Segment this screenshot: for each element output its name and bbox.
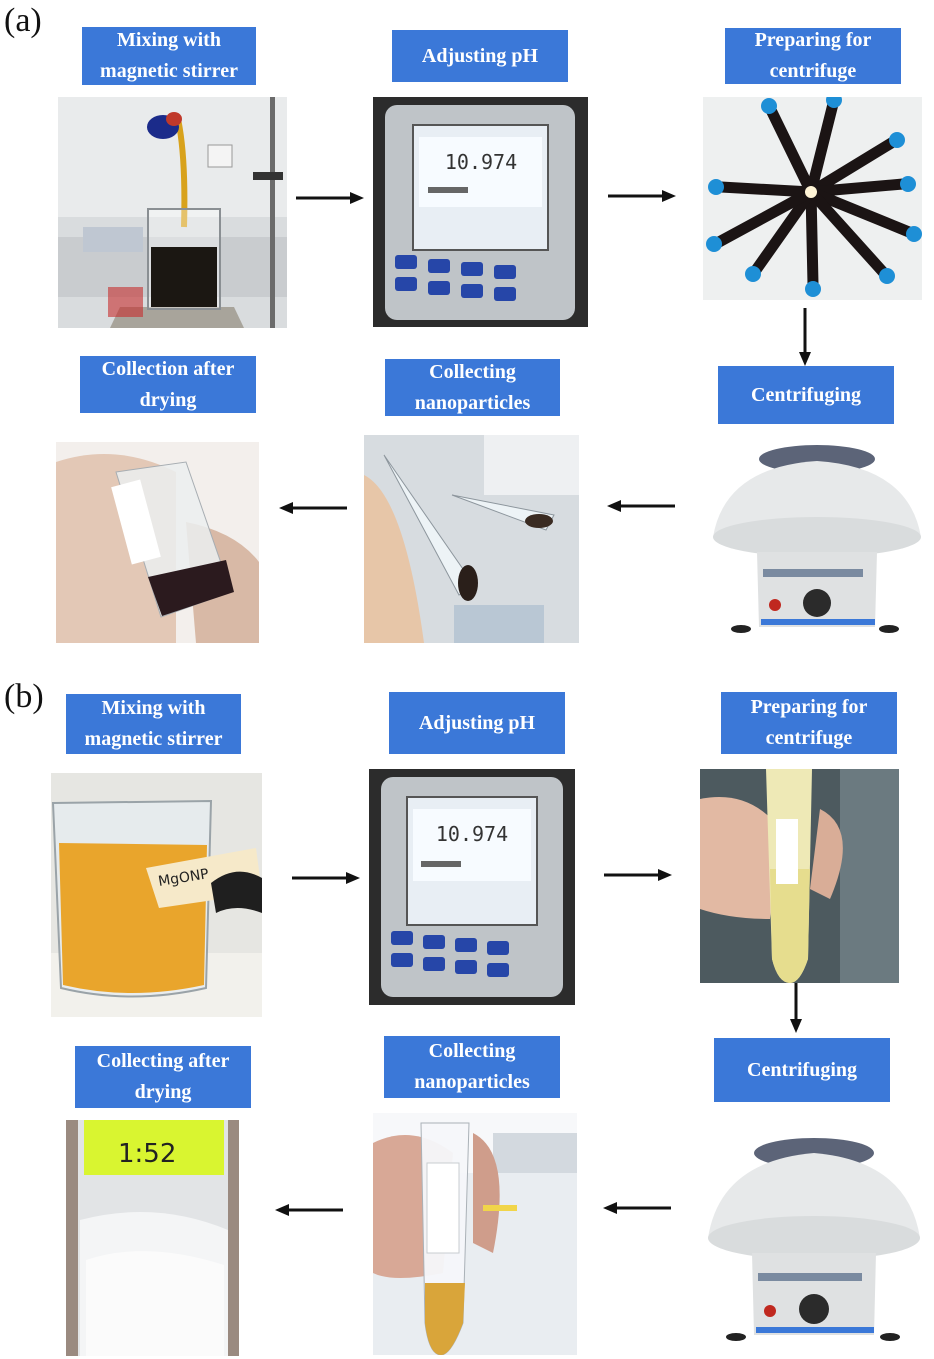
panel-a-dry-photo xyxy=(56,442,259,643)
panel-a-letter: (a) xyxy=(4,2,42,39)
panel-b-collect-label: Collecting nanoparticles xyxy=(384,1036,560,1098)
panel-a-ph-meter-photo: 10.974 xyxy=(373,97,588,327)
panel-a-stirrer-photo xyxy=(58,97,287,328)
panel-b-mix-label: Mixing with magnetic stirrer xyxy=(66,694,241,754)
panel-b-ph-label: Adjusting pH xyxy=(389,692,565,754)
panel-b-arrow-2 xyxy=(604,868,672,882)
panel-b-dry-photo: 1:52 xyxy=(66,1120,239,1356)
panel-b-arrow-3 xyxy=(789,983,803,1033)
panel-b-centrifuge-photo xyxy=(700,1123,928,1348)
panel-b-arrow-4 xyxy=(603,1201,671,1215)
panel-b-dry-label: Collecting after drying xyxy=(75,1046,251,1108)
panel-b-centrifuge-label: Centrifuging xyxy=(714,1038,890,1102)
panel-a-arrow-4 xyxy=(607,499,675,513)
panel-a-centrifuge-label: Centrifuging xyxy=(718,366,894,424)
panel-a-prep-label: Preparing for centrifuge xyxy=(725,28,901,84)
panel-a-arrow-5 xyxy=(279,501,347,515)
panel-a-collect-photo xyxy=(364,435,579,643)
panel-b-ph-meter-photo: 10.974 xyxy=(369,769,575,1005)
panel-b-arrow-5 xyxy=(275,1203,343,1217)
panel-b-tube-photo xyxy=(700,769,899,983)
panel-a-centrifuge-photo xyxy=(705,437,930,640)
panel-b-prep-label: Preparing for centrifuge xyxy=(721,692,897,754)
panel-a-arrow-1 xyxy=(296,191,364,205)
panel-a-arrow-2 xyxy=(608,189,676,203)
panel-a-arrow-3 xyxy=(798,308,812,366)
panel-b-stirrer-photo: MgONP xyxy=(51,773,262,1017)
panel-a-meter-reading: 10.974 xyxy=(445,150,517,174)
panel-b-letter: (b) xyxy=(4,678,44,715)
panel-b-collect-photo xyxy=(373,1113,577,1355)
panel-a-mix-label: Mixing with magnetic stirrer xyxy=(82,27,256,85)
panel-b-meter-reading: 10.974 xyxy=(436,822,508,846)
svg-text:1:52: 1:52 xyxy=(118,1139,176,1169)
svg-text:MgONP: MgONP xyxy=(157,866,210,890)
panel-a-collect-label: Collecting nanoparticles xyxy=(385,359,560,416)
panel-a-tubes-photo xyxy=(703,97,922,300)
panel-a-ph-label: Adjusting pH xyxy=(392,30,568,82)
panel-a-dry-label: Collection after drying xyxy=(80,356,256,413)
panel-b-arrow-1 xyxy=(292,871,360,885)
